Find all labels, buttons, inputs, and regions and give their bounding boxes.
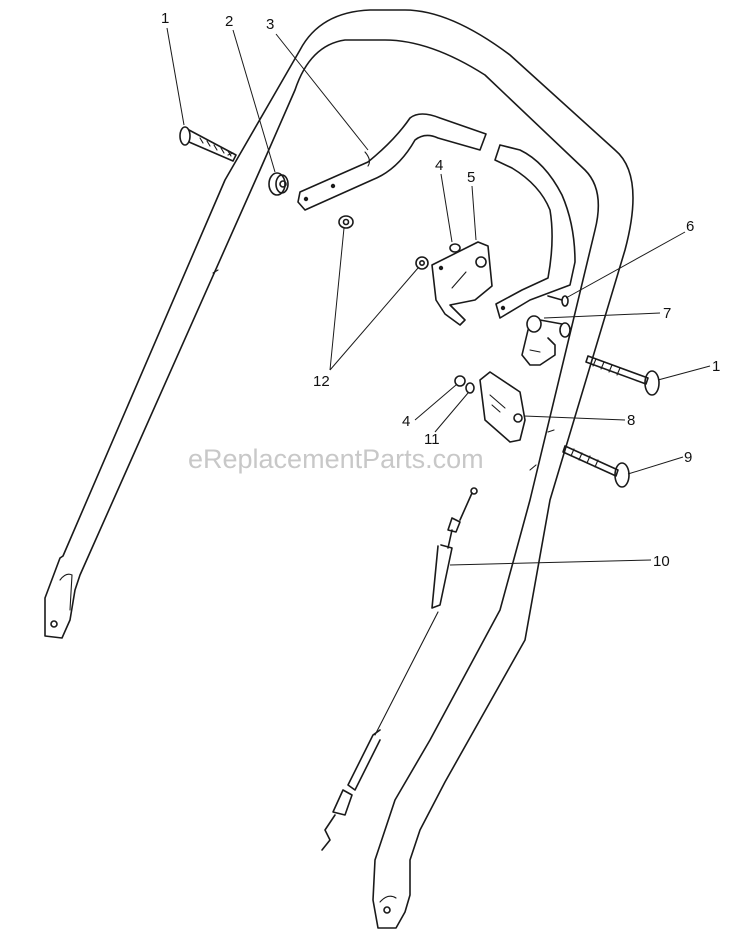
callout-1-top: 1 (161, 10, 169, 27)
watermark: eReplacementParts.com (188, 444, 484, 474)
callout-3: 3 (266, 16, 274, 33)
callout-4-lower: 4 (402, 413, 410, 430)
bolt-right (585, 355, 660, 396)
callout-10: 10 (653, 553, 670, 570)
screw (547, 295, 569, 307)
cam-knob (521, 315, 571, 366)
callout-labels: 1 2 3 4 5 6 7 1 12 4 11 8 9 10 (161, 10, 720, 570)
washer-upper (449, 243, 461, 253)
main-handle (44, 9, 634, 929)
control-cable (321, 487, 478, 851)
callout-5: 5 (467, 169, 475, 186)
bolt-lower (562, 445, 630, 488)
callout-2: 2 (225, 13, 233, 30)
callout-12: 12 (313, 373, 330, 390)
leader-lines (166, 27, 711, 566)
callout-7: 7 (663, 305, 671, 322)
callout-4-top: 4 (435, 157, 443, 174)
callout-1-right: 1 (712, 358, 720, 375)
callout-8: 8 (627, 412, 635, 429)
control-bail (297, 113, 576, 319)
bracket-plate (431, 241, 493, 326)
washer-lower (454, 375, 466, 387)
cable-guide (479, 371, 526, 443)
callout-9: 9 (684, 449, 692, 466)
callout-11: 11 (424, 431, 440, 448)
lock-washer (465, 382, 475, 394)
callout-6: 6 (686, 218, 694, 235)
bushing (268, 172, 289, 196)
nut-lower (415, 256, 429, 270)
nut-upper (338, 215, 354, 229)
bolt-upper-left (179, 126, 237, 162)
